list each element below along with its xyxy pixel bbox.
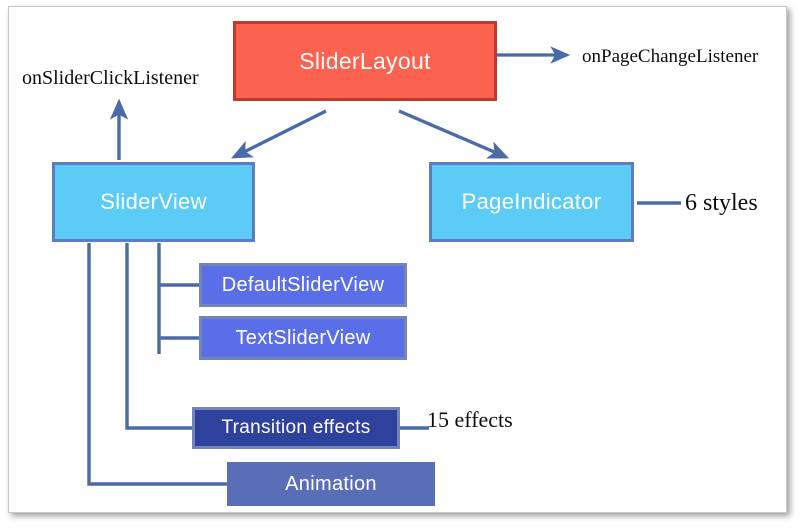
label-on-slider-click-listener: onSliderClickListener (22, 67, 199, 89)
node-animation[interactable]: Animation (227, 462, 435, 506)
node-text-slider-view[interactable]: TextSliderView (199, 316, 407, 360)
label-fifteen-effects: 15 effects (427, 407, 513, 432)
label-six-styles: 6 styles (685, 190, 758, 216)
edge-sliderlayout-to-sliderview (230, 109, 327, 159)
diagram-canvas: SliderLayout SliderView PageIndicator De… (8, 6, 787, 513)
label-on-page-change-listener: onPageChangeListener (582, 46, 759, 67)
node-slider-view[interactable]: SliderView (52, 162, 255, 242)
node-transition-effects[interactable]: Transition effects (192, 407, 400, 449)
node-page-indicator[interactable]: PageIndicator (429, 162, 634, 242)
edge-sliderlayout-to-pageindicator (398, 109, 510, 159)
edge-sliderview-to-transitioneffects (125, 243, 192, 430)
node-default-slider-view[interactable]: DefaultSliderView (199, 263, 407, 307)
node-slider-layout[interactable]: SliderLayout (233, 21, 497, 101)
